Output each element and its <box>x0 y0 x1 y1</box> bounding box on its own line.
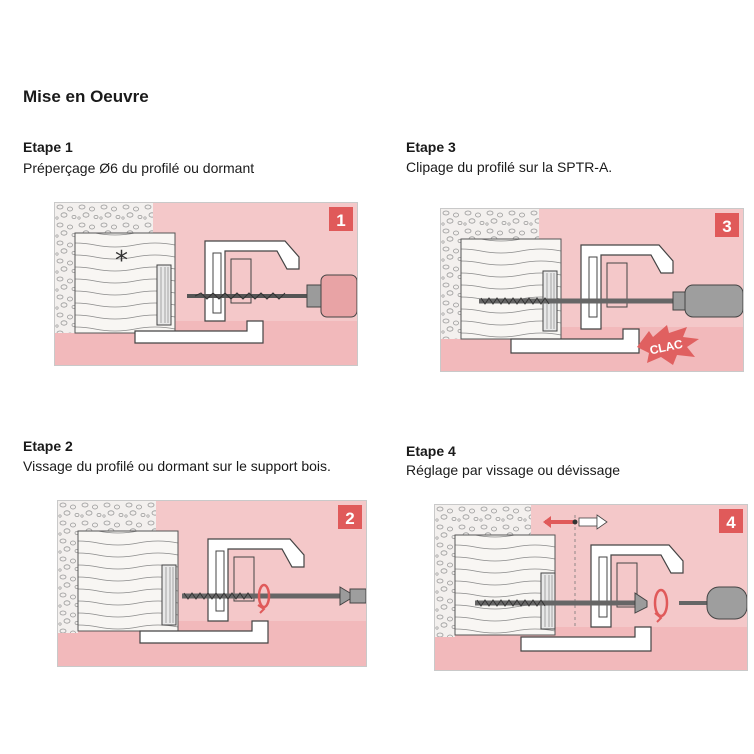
clac-burst-icon: CLAC <box>637 325 699 365</box>
svg-text:1: 1 <box>336 211 345 230</box>
svg-text:4: 4 <box>726 513 736 532</box>
adjust-arrow-icon <box>543 514 608 530</box>
step-3-illustration: CLAC 3 <box>440 208 744 372</box>
step-2-description: Vissage du profilé ou dormant sur le sup… <box>23 458 331 474</box>
step-badge <box>329 207 353 231</box>
step-1-description: Préperçage Ø6 du profilé ou dormant <box>23 160 255 176</box>
step-4-description: Réglage par vissage ou dévissage <box>406 462 621 478</box>
screwdriver-icon <box>679 586 747 620</box>
step-2-title: Etape 2 <box>23 438 73 454</box>
svg-text:*: * <box>115 246 128 276</box>
step-1-title: Etape 1 <box>23 139 73 155</box>
step-2-illustration: 2 <box>57 500 367 667</box>
rotation-arrow-icon <box>653 588 669 623</box>
svg-text:3: 3 <box>722 217 731 236</box>
step-1-illustration: * 1 <box>54 202 358 366</box>
page-title: Mise en Oeuvre <box>23 87 149 106</box>
svg-text:2: 2 <box>345 509 354 528</box>
screw-icon <box>475 592 648 614</box>
svg-text:CLAC: CLAC <box>648 337 684 358</box>
rotation-arrow-icon <box>257 583 271 614</box>
drill-icon <box>187 274 357 318</box>
step-badge <box>719 509 743 533</box>
screw-icon <box>479 284 743 318</box>
asterisk-icon: * <box>115 246 128 276</box>
step-badge <box>715 213 739 237</box>
step-3-title: Etape 3 <box>406 139 456 155</box>
step-4-illustration: 4 <box>434 504 748 671</box>
step-3-description: Clipage du profilé sur la SPTR-A. <box>406 159 613 175</box>
screw-icon <box>182 586 366 606</box>
step-4-title: Etape 4 <box>406 443 456 459</box>
step-badge <box>338 505 362 529</box>
